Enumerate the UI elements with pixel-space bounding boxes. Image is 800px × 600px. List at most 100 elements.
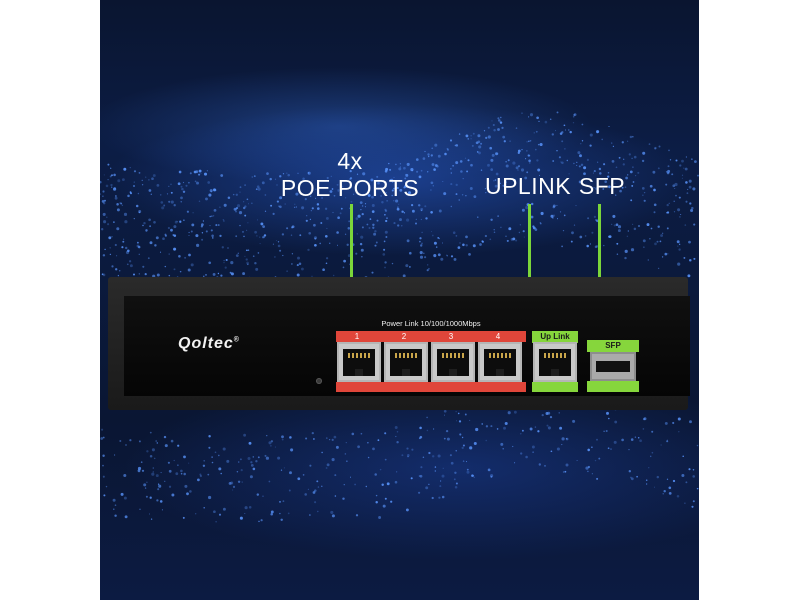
particle-dot [287,173,290,177]
particle-dot [247,222,249,224]
particle-dot [692,469,695,471]
particle-dot [473,441,477,446]
particle-dot [660,234,664,237]
particle-dot [325,216,329,220]
particle-dot [495,172,499,176]
particle-dot [167,461,170,464]
particle-dot [657,225,660,228]
particle-dot [466,468,469,471]
particle-dot [103,494,106,497]
particle-dot [149,431,152,434]
particle-dot [500,442,504,446]
particle-dot [652,170,656,174]
particle-dot [586,158,589,161]
particle-dot [119,440,122,442]
particle-dot [485,439,487,442]
particle-dot [444,152,447,156]
particle-dot [561,444,563,446]
particle-dot [642,151,646,155]
particle-dot [170,183,172,186]
particle-dot [195,234,199,238]
particle-dot [589,243,591,245]
particle-dot [487,163,490,167]
particle-dot [434,470,436,472]
particle-dot [228,481,232,485]
particle-dot [472,244,476,248]
particle-dot [246,229,248,231]
particle-dot [512,161,516,165]
particle-dot [664,421,668,425]
particle-dot [668,486,672,490]
particle-dot [505,181,507,183]
particle-dot [455,411,457,413]
particle-dot [141,469,145,472]
port-number-3: 3 [448,332,454,341]
particle-dot [527,154,530,157]
particle-dot [628,470,631,473]
particle-dot [277,456,281,460]
particle-dot [142,224,144,227]
particle-dot [656,240,659,243]
particle-dot [223,261,225,264]
particle-dot [212,237,214,239]
particle-dot [170,228,173,232]
particle-dot [238,211,243,215]
particle-dot [310,210,312,212]
particle-dot [313,236,318,240]
particle-dot [209,225,211,227]
particle-dot [458,199,460,201]
particle-dot [154,244,157,247]
particle-dot [399,188,403,192]
particle-dot [686,192,689,195]
particle-dot [341,185,344,188]
particle-dot [396,441,399,444]
particle-dot [290,234,293,236]
particle-dot [505,164,509,168]
particle-dot [559,132,563,135]
particle-dot [531,445,535,449]
particle-dot [244,512,246,515]
particle-dot [643,417,647,421]
particle-dot [104,248,106,251]
particle-dot [460,170,463,173]
particle-dot [350,200,353,203]
particle-dot [687,188,689,190]
particle-dot [532,226,536,230]
particle-dot [194,180,197,183]
particle-dot [493,180,495,182]
particle-dot [187,268,191,272]
particle-dot [533,132,535,134]
particle-dot [324,207,328,210]
particle-dot [421,242,423,245]
particle-dot [627,174,629,176]
particle-dot [144,487,147,489]
poe-port-3 [431,342,475,382]
particle-dot [405,173,409,177]
particle-dot [525,206,529,210]
particle-dot [525,158,527,160]
particle-dot [146,481,148,483]
particle-dot [223,203,227,207]
particle-dot [656,475,660,479]
particle-dot [565,438,567,440]
particle-dot [340,188,343,191]
particle-dot [270,204,273,207]
particle-dot [563,124,566,127]
particle-dot [209,215,211,218]
particle-dot [508,227,512,231]
particle-dot [142,265,145,268]
particle-dot [375,494,378,497]
particle-dot [529,427,533,431]
particle-dot [144,272,147,276]
particle-dot [163,204,166,207]
particle-dot [561,245,563,248]
particle-dot [409,251,412,255]
particle-dot [102,212,106,216]
particle-dot [101,428,104,431]
particle-dot [537,168,541,172]
particle-dot [377,439,380,442]
particle-dot [288,489,291,492]
particle-dot [239,191,241,193]
particle-dot [384,209,388,213]
particle-dot [624,256,627,260]
